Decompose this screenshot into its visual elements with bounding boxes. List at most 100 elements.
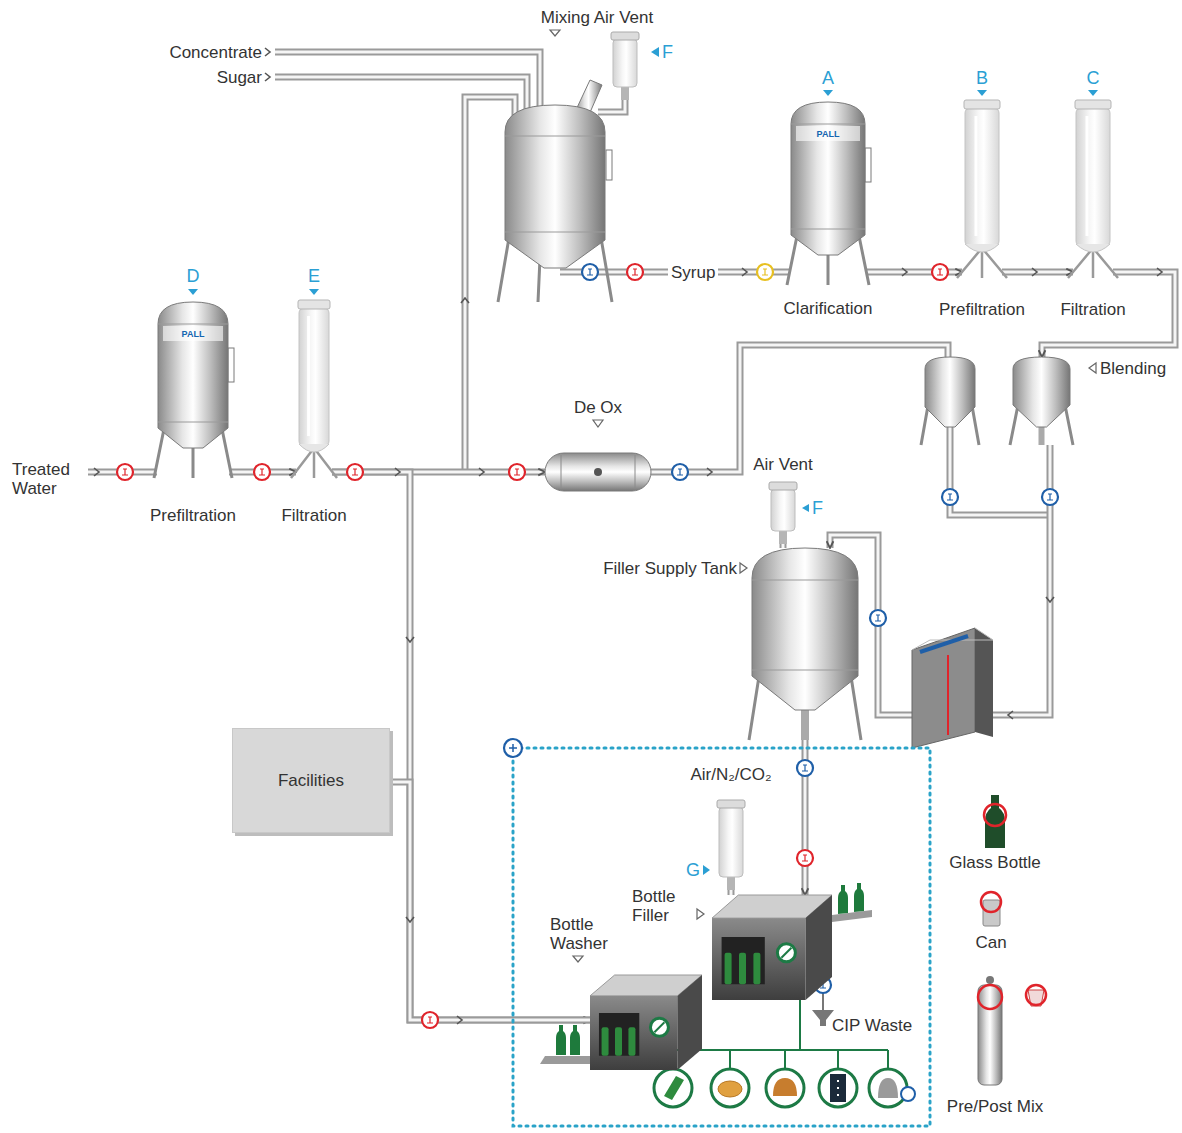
flow-chevron — [742, 268, 747, 276]
equipment-label: Prefiltration — [150, 506, 236, 525]
label-pointers — [550, 30, 1096, 962]
keg-valve — [986, 976, 994, 984]
valve-symbol — [627, 264, 643, 280]
bottles — [838, 883, 864, 914]
cartridge-cap — [298, 300, 330, 309]
valve-ring — [422, 1012, 438, 1028]
flow-chevron — [265, 48, 270, 56]
heat-exchanger-plate — [920, 636, 968, 652]
text-anchor: B — [976, 69, 988, 88]
cleaning-icon — [654, 1069, 692, 1107]
cartridge-highlight — [1086, 116, 1089, 236]
text-anchor: C — [1087, 69, 1100, 88]
filter-cartridge-shape — [962, 100, 1002, 278]
callout-letter: G — [686, 861, 700, 880]
pipe-bore — [1042, 272, 1175, 357]
machine-front — [590, 996, 677, 1070]
input-label: Concentrate — [169, 43, 262, 62]
callout-letter: D — [187, 267, 200, 286]
valve-symbol — [254, 464, 270, 480]
valve-symbol — [797, 850, 813, 866]
panel-icon-dots — [837, 1080, 839, 1096]
mixing-tank — [505, 105, 605, 268]
pipe-outline — [88, 52, 1050, 515]
valve-mark — [587, 269, 593, 275]
flow-chevron — [265, 73, 270, 81]
bottle-icon — [664, 1076, 684, 1100]
flow-chevron — [406, 917, 414, 922]
filter-housing: APALLClarification — [790, 100, 866, 285]
vent-neck — [621, 86, 629, 100]
machine-opening — [722, 937, 765, 984]
text-anchor: A — [822, 69, 834, 88]
callout-pointer — [188, 289, 198, 295]
heat-exchanger-front — [912, 628, 975, 748]
text-anchor: F — [812, 499, 823, 518]
heat-exchanger-side — [975, 628, 993, 737]
flow-chevron — [1046, 597, 1054, 602]
logo-band — [163, 326, 223, 341]
valve-ring — [870, 610, 886, 626]
machine-side — [677, 975, 702, 1070]
pipe-outline — [780, 544, 787, 548]
tank-rim — [505, 136, 605, 232]
filter-cartridge: BPrefiltration — [962, 100, 1002, 278]
filter-housing-shape — [157, 300, 229, 478]
machine-side — [806, 895, 832, 1000]
pipe-connector — [1042, 272, 1175, 357]
tank-rim — [752, 580, 858, 670]
valve-mark — [947, 494, 953, 500]
valve-symbol — [582, 264, 598, 280]
equipment-label: Facilities — [278, 771, 344, 790]
bottle-filler: Bottle Filler — [712, 895, 832, 1000]
flow-chevron — [707, 468, 712, 476]
text-anchor: Pre/Post Mix — [947, 1097, 1043, 1116]
valve-symbol — [757, 264, 773, 280]
text-anchor: F — [662, 43, 673, 62]
text-anchor: Glass Bottle — [949, 853, 1041, 872]
bottle — [602, 1027, 609, 1056]
valve-ring — [1042, 489, 1058, 505]
housing-body — [158, 302, 228, 448]
product-ring — [984, 804, 1006, 826]
text-anchor: G — [686, 861, 700, 880]
callout-letter: A — [822, 69, 834, 88]
cartridge-body — [965, 108, 999, 246]
pipe-bore — [782, 544, 785, 548]
area-icon-mark — [509, 744, 517, 752]
deaerator-shape — [545, 453, 651, 491]
bread-icon — [718, 1081, 742, 1097]
label-pointer — [550, 30, 560, 36]
valve-symbol — [942, 489, 958, 505]
text-anchor: Facilities — [233, 729, 389, 832]
deox-port — [594, 468, 602, 476]
bottle — [615, 1027, 622, 1056]
valve-mark — [937, 269, 943, 275]
filter-housing-shape — [790, 100, 866, 285]
pipe-outline — [1002, 269, 1073, 276]
equipment-label: Blending — [1100, 359, 1166, 378]
equipment-label: Clarification — [784, 299, 873, 318]
equipment-label: Bottle Washer — [550, 915, 630, 953]
valve-mark — [875, 615, 881, 621]
valve-mark — [259, 469, 265, 475]
text-anchor: Clarification — [784, 299, 873, 318]
flow-chevron — [1008, 711, 1013, 719]
cartridge-bowl — [965, 244, 999, 252]
text-anchor: Syrup — [668, 263, 718, 282]
valve-symbol — [797, 760, 813, 776]
valve-symbol — [117, 464, 133, 480]
valve-ring — [254, 464, 270, 480]
vent-cap — [611, 32, 639, 40]
supply-tank-shape — [752, 548, 858, 740]
callout-pointer — [1088, 90, 1098, 96]
callout-letter: F — [812, 499, 823, 518]
deaerator: De Ox — [545, 453, 651, 491]
bottle-washer: Bottle Washer — [590, 975, 702, 1070]
vent-neck — [779, 530, 787, 544]
blending-tank — [925, 357, 975, 427]
callout-letter: F — [662, 43, 673, 62]
text-anchor: Concentrate — [169, 43, 262, 62]
valve-ring — [509, 464, 525, 480]
valve-symbol — [347, 464, 363, 480]
